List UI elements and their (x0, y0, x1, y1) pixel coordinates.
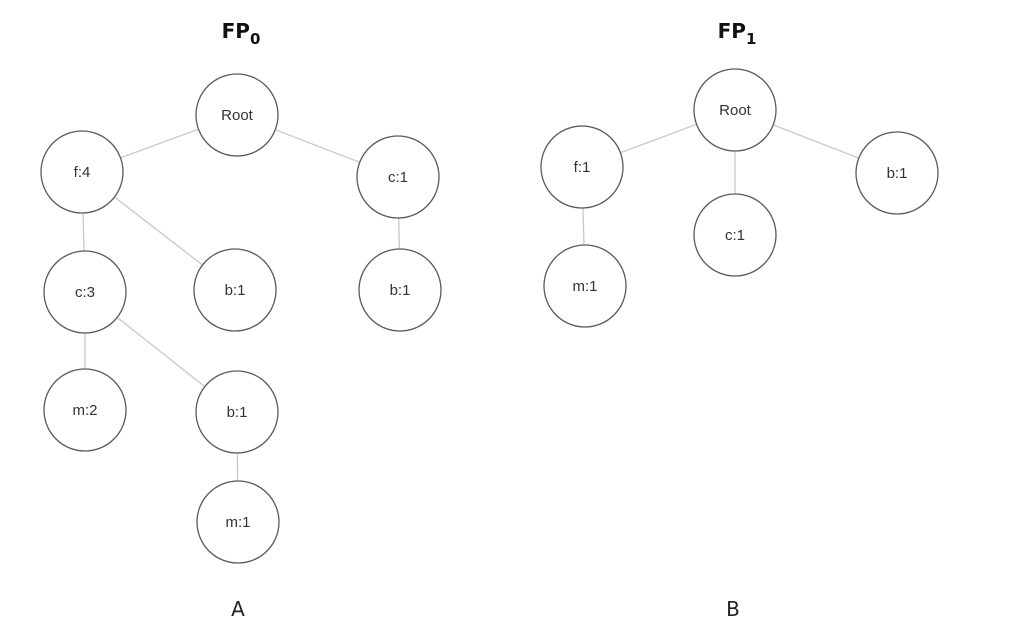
fp0-edge-root-f4 (120, 128, 199, 159)
fp0-nodes: Root f:4 c:1 c:3 b:1 b:1 m:2 b:1 m:1 (40, 73, 442, 564)
fp0-node-m1: m:1 (196, 480, 280, 564)
fp0-edge-root-c1 (275, 129, 360, 163)
panel-caption-b: B (726, 597, 740, 621)
fp0-edge-f4-b1a (114, 196, 203, 266)
fp1-node-circle (693, 68, 777, 152)
fp0-node-circle (43, 368, 127, 452)
fp0-edge-f4-c3 (82, 212, 85, 252)
fp1-node-c1: c:1 (693, 193, 777, 277)
fp0-node-c3: c:3 (43, 250, 127, 334)
fp1-node-b1: b:1 (855, 131, 939, 215)
fp1-node-circle (693, 193, 777, 277)
fp0-node-f4: f:4 (40, 130, 124, 214)
fp1-node-label: Root (719, 102, 752, 119)
fp0-node-b1c: b:1 (195, 370, 279, 454)
fp0-node-circle (358, 248, 442, 332)
fp0-node-label: b:1 (227, 404, 248, 421)
fp1-node-label: b:1 (887, 165, 908, 182)
fp1-tree: Root f:1 c:1 b:1 m:1 FP1 B (540, 19, 939, 621)
fp0-node-label: f:4 (74, 164, 91, 181)
fp0-node-root: Root (195, 73, 279, 157)
fp0-edge-c1-b1b (398, 217, 400, 250)
fp1-title: FP1 (718, 19, 757, 48)
fp0-node-circle (193, 248, 277, 332)
fp0-node-label: Root (221, 107, 254, 124)
fp0-node-circle (40, 130, 124, 214)
fp1-nodes: Root f:1 c:1 b:1 m:1 (540, 68, 939, 328)
fp1-node-root: Root (693, 68, 777, 152)
fp0-tree: Root f:4 c:1 c:3 b:1 b:1 m:2 b:1 m:1 FP0 A (40, 19, 442, 621)
fp0-node-label: b:1 (225, 282, 246, 299)
fp1-edge-root-f1 (620, 123, 697, 154)
fp0-node-label: m:1 (225, 514, 250, 531)
fp0-node-circle (356, 135, 440, 219)
fp0-node-label: c:1 (388, 169, 408, 186)
fp0-node-circle (195, 370, 279, 454)
fp0-node-c1: c:1 (356, 135, 440, 219)
fp0-node-b1b: b:1 (358, 248, 442, 332)
fp1-edge-root-b1 (772, 124, 860, 159)
fp0-node-label: m:2 (72, 402, 97, 419)
fp1-node-f1: f:1 (540, 125, 624, 209)
fp0-node-circle (196, 480, 280, 564)
fp1-edges (582, 123, 860, 246)
fp0-node-label: c:3 (75, 284, 95, 301)
fp0-node-circle (43, 250, 127, 334)
fp0-node-label: b:1 (390, 282, 411, 299)
fp0-title: FP0 (222, 19, 261, 48)
panel-caption-a: A (231, 597, 245, 621)
fp1-node-m1: m:1 (543, 244, 627, 328)
fp1-node-circle (540, 125, 624, 209)
fp1-edge-f1-m1 (582, 207, 585, 246)
fp1-node-circle (855, 131, 939, 215)
fp0-node-b1a: b:1 (193, 248, 277, 332)
fp1-node-label: m:1 (572, 278, 597, 295)
fp1-node-circle (543, 244, 627, 328)
fp0-edges (82, 128, 400, 482)
fp0-node-circle (195, 73, 279, 157)
fp1-node-label: f:1 (574, 159, 591, 176)
fp1-node-label: c:1 (725, 227, 745, 244)
fp0-edge-c3-b1c (116, 316, 206, 388)
fp0-node-m2: m:2 (43, 368, 127, 452)
